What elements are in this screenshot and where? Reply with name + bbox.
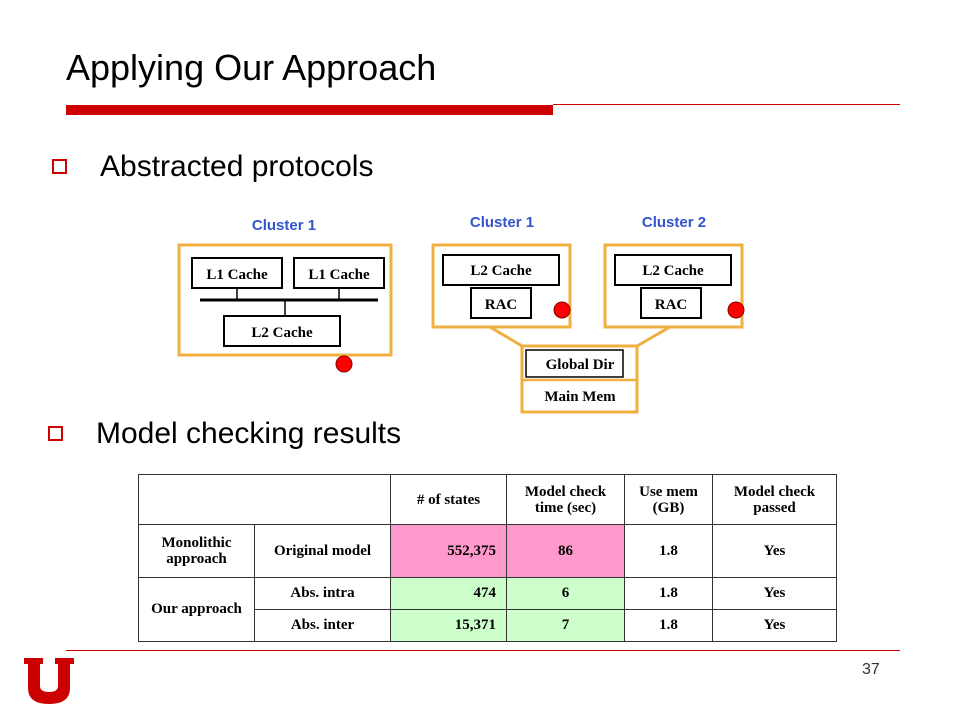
table-row: Monolithic approach Original model 552,3… [138,524,837,578]
cell-passed: Yes [712,608,837,643]
bullet-square-icon [48,426,63,441]
right-cluster2-label: Cluster 2 [642,214,706,231]
cell-states: 552,375 [390,524,507,578]
c2-rac-box [640,287,702,319]
cell-states: 15,371 [390,608,507,643]
marker-dot-icon [335,355,353,373]
row-model-label: Original model [254,524,391,578]
cell-time: 86 [506,524,625,578]
header-mem: Use mem (GB) [624,473,713,526]
marker-dot-icon [727,301,745,319]
row-group-label: Monolithic approach [138,524,255,578]
header-time: Model check time (sec) [506,473,625,526]
c2-l2-cache-box [614,254,732,286]
cell-passed: Yes [712,576,837,610]
title-underline-thin [553,104,900,105]
bullet-model-checking-results: Model checking results [96,417,402,450]
connector-left [489,325,523,348]
main-mem-label: Main Mem [544,389,616,405]
l2-cache-box [223,315,341,347]
right-cluster1-label: Cluster 1 [470,214,534,231]
page-number: 37 [862,661,880,678]
header-passed: Model check passed [712,473,837,526]
table-row: Our approach Abs. intra 474 6 1.8 Yes [138,576,837,643]
global-dir-label: Global Dir [546,357,615,373]
bullet-square-icon [52,159,67,174]
header-states: # of states [390,473,507,526]
cell-time: 6 [506,576,625,610]
c1-l2-cache-label: L2 Cache [470,263,532,279]
c1-l2-cache-box [442,254,560,286]
l1-cache-label-a: L1 Cache [206,267,268,283]
l2-cache-label: L2 Cache [251,325,313,341]
protocol-diagram: Cluster 1 L1 Cache L1 Cache L2 Cache Clu… [177,214,745,414]
block-u-logo [24,658,74,704]
table-corner-cell [138,473,391,526]
row-model-label: Abs. intra [254,576,391,610]
cell-mem: 1.8 [624,608,713,643]
table-row: Abs. inter 15,371 7 1.8 Yes [139,608,837,643]
bullet-abstracted-protocols: Abstracted protocols [100,150,374,183]
marker-dot-icon [553,301,571,319]
cell-mem: 1.8 [624,576,713,610]
c2-rac-label: RAC [655,297,688,313]
right-cluster2-box [603,243,744,329]
row-model-label: Abs. inter [254,608,391,643]
cell-mem: 1.8 [624,524,713,578]
l1-cache-box-b [293,257,385,289]
left-cluster-label: Cluster 1 [252,217,316,234]
slide-title: Applying Our Approach [66,47,437,88]
connector-right [636,325,671,348]
c1-rac-label: RAC [485,297,518,313]
global-dir-box [525,349,624,378]
cell-passed: Yes [712,524,837,578]
l1-cache-label-b: L1 Cache [308,267,370,283]
cell-states: 474 [390,576,507,610]
left-cluster-box [177,243,393,357]
row-group-label: Our approach [138,576,255,643]
c1-rac-box [470,287,532,319]
title-underline-thick [66,105,553,115]
results-table: # of states Model check time (sec) Use m… [138,473,837,643]
footer-rule [66,650,900,651]
table-header-row: # of states Model check time (sec) Use m… [138,473,837,526]
cell-time: 7 [506,608,625,643]
right-cluster1-box [431,243,572,329]
c2-l2-cache-label: L2 Cache [642,263,704,279]
